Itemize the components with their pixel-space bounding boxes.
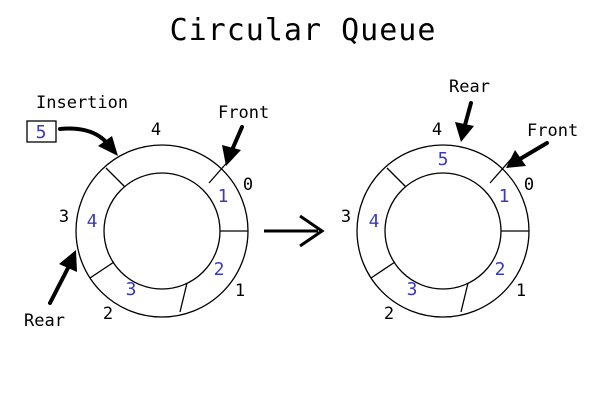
insertion-label: Insertion	[36, 93, 128, 113]
left-divider	[105, 167, 126, 188]
right-divider	[489, 157, 513, 184]
right-front-label: Front	[527, 121, 578, 141]
right-divider	[460, 282, 469, 313]
right-slot-index: 1	[516, 281, 526, 301]
right-rear-arrow	[463, 101, 473, 127]
left-slot-value: 4	[87, 211, 98, 232]
insertion-value: 5	[36, 122, 47, 143]
right-queue: 1 2 3 4 5 0 1 2 3 4 Rear Front	[341, 77, 578, 324]
left-slot-index: 4	[151, 120, 161, 140]
left-divider	[89, 261, 115, 279]
left-rear-label: Rear	[24, 311, 65, 331]
right-inner-ring	[384, 172, 502, 290]
left-rear-arrow	[48, 266, 70, 305]
right-slot-value: 5	[438, 149, 449, 170]
right-slot-index: 4	[432, 120, 442, 140]
left-slot-value: 3	[126, 279, 137, 300]
left-slot-index: 1	[235, 281, 245, 301]
right-rear-label: Rear	[449, 77, 490, 97]
left-rear-arrow-head	[59, 250, 77, 272]
insertion-arrow	[58, 126, 109, 145]
left-divider	[179, 282, 188, 313]
right-slot-index: 2	[384, 304, 394, 324]
left-slot-value: 2	[214, 259, 225, 280]
left-queue: 1 2 3 4 0 1 2 3 4 Insertion 5 Front Rear	[24, 93, 269, 331]
right-slot-value: 2	[495, 259, 506, 280]
right-front-arrow	[518, 141, 549, 161]
right-slot-value: 3	[407, 279, 418, 300]
right-slot-index: 0	[524, 175, 534, 195]
left-front-label: Front	[218, 103, 269, 123]
right-rear-arrow-head	[455, 122, 474, 142]
left-slot-value: 1	[218, 186, 229, 207]
right-divider	[370, 261, 396, 279]
right-divider	[386, 167, 407, 188]
left-front-arrow-head	[222, 145, 241, 166]
left-front-arrow	[230, 125, 244, 152]
right-slot-value: 4	[369, 211, 380, 232]
left-slot-index: 2	[103, 304, 113, 324]
right-slot-index: 3	[341, 207, 351, 227]
insertion-value-box	[26, 120, 57, 143]
diagram-title: Circular Queue	[170, 13, 437, 48]
right-arrow-icon	[264, 214, 325, 248]
right-slot-value: 1	[499, 186, 510, 207]
right-front-arrow-head	[506, 150, 526, 168]
insertion-arrow-head	[98, 136, 118, 156]
left-slot-index: 0	[243, 175, 253, 195]
transition-arrow-head	[299, 214, 325, 248]
left-slot-index: 3	[59, 207, 69, 227]
left-inner-ring	[103, 172, 221, 290]
